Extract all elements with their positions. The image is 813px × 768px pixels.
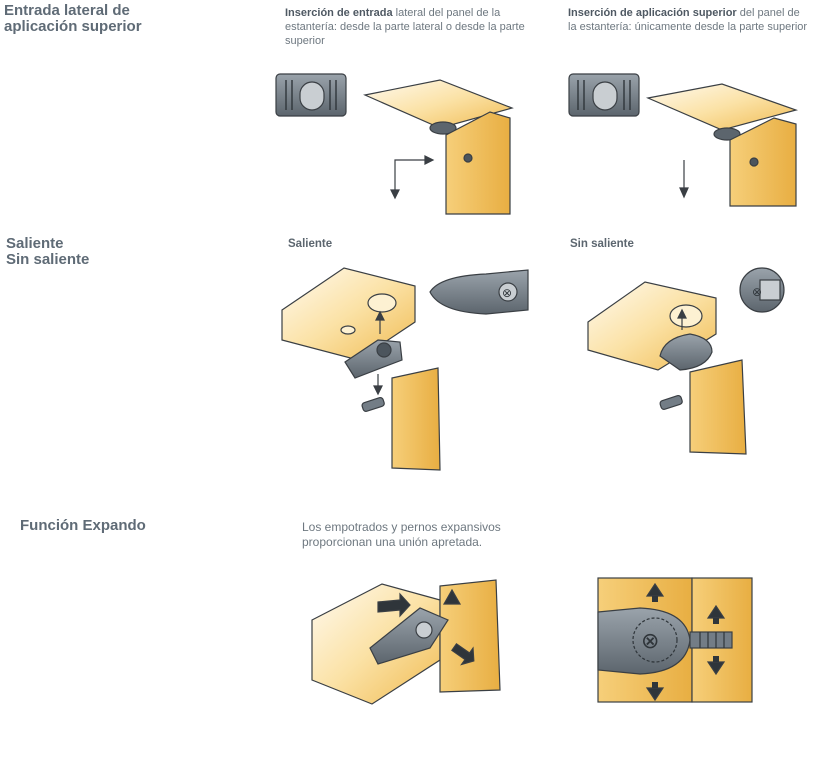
no-projection-illustration: ⊗ (587, 267, 785, 455)
svg-text:⊗: ⊗ (502, 286, 512, 300)
bolt (361, 396, 385, 412)
expando-connector (369, 607, 449, 665)
shelf-block (281, 267, 416, 361)
no-projection-label: Sin saliente (570, 238, 634, 250)
top-insertion-illustration (568, 73, 799, 207)
expando-description: Los empotrados y pernos expansivos propo… (302, 520, 501, 549)
projection-heading: Saliente Sin saliente (6, 235, 90, 268)
vertical-post (391, 367, 441, 471)
expando-illustration (311, 579, 501, 705)
projection-plate (429, 269, 529, 315)
bolt (659, 394, 683, 410)
expand-arrow (377, 592, 411, 618)
side-insertion-caption-bold: Inserción de entrada (285, 7, 393, 19)
insertion-heading: Entrada lateral de aplicación superior (4, 2, 142, 35)
svg-text:⊗: ⊗ (752, 285, 762, 299)
expand-arrow (451, 643, 475, 666)
top-insertion-caption-text: del panel de la estantería: únicamente d… (568, 7, 808, 33)
expando-heading: Función Expando (20, 517, 146, 534)
side-panel (729, 117, 797, 207)
side-insertion-illustration (275, 73, 514, 215)
top-insertion-caption-bold: Inserción de aplicación superior (568, 7, 737, 19)
vertical-post (439, 579, 501, 693)
expand-arrow (442, 588, 462, 605)
shelf-panel (363, 79, 514, 129)
svg-text:⊗: ⊗ (641, 628, 659, 653)
flush-connector (659, 333, 713, 371)
shelf-panel (645, 83, 799, 131)
expansion-bolt (689, 631, 733, 649)
projection-illustration: ⊗ (281, 267, 529, 471)
side-panel (445, 111, 511, 215)
side-insertion-caption: Inserción de entrada lateral del panel d… (285, 6, 540, 48)
vertical-post (689, 359, 747, 455)
top-insertion-caption: Inserción de aplicación superior del pan… (568, 6, 808, 34)
expando-detail-illustration: ⊗ (597, 577, 753, 703)
projection-label: Saliente (288, 238, 333, 250)
side-insertion-caption-text: lateral del panel de la estantería: desd… (285, 7, 525, 47)
